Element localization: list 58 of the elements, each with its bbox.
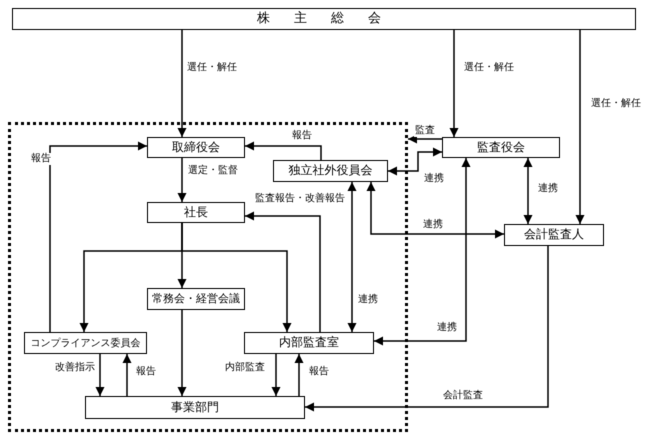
arrow: [178, 30, 186, 137]
edge-label: 連携: [436, 322, 458, 334]
edge-label: 改善指示: [54, 362, 96, 374]
arrow: [181, 223, 292, 332]
edge-label: 監査報告・改善報告: [254, 193, 346, 205]
edge-label: 報告: [291, 130, 313, 142]
process-box: [147, 288, 245, 310]
edge-label: 監査: [414, 125, 436, 137]
arrow: [178, 158, 186, 202]
edge-label: 連携: [357, 294, 379, 306]
process-box: [442, 137, 560, 158]
arrow: [450, 30, 458, 137]
arrow: [272, 354, 280, 396]
double-arrow: [524, 158, 532, 224]
process-box: [147, 137, 245, 158]
arrow: [96, 354, 104, 396]
node-label: 社長: [184, 206, 208, 220]
double-arrow: [374, 158, 470, 346]
process-box: [504, 224, 604, 246]
arrow: [576, 30, 584, 224]
edge-label: 報告: [308, 366, 330, 378]
arrow: [122, 354, 132, 396]
edge-label: 選任・解任: [463, 62, 515, 74]
edge-label: 内部監査: [224, 362, 266, 374]
process-box: [24, 332, 147, 354]
node-label: 事業部門: [171, 400, 219, 414]
node-label: 内部監査室: [279, 336, 339, 350]
edge-label: 連携: [423, 173, 445, 185]
edge-label: 連携: [537, 183, 559, 195]
edge-label: 選定・監督: [187, 165, 239, 177]
process-box: [273, 160, 388, 182]
edge-label: 報告: [135, 366, 157, 378]
process-box: [85, 396, 305, 419]
process-box: [244, 332, 374, 354]
edge-label: 選任・解任: [590, 98, 642, 110]
arrow: [408, 134, 442, 144]
edge-label: 選任・解任: [186, 62, 238, 74]
node-label: 常務会・経営会議: [152, 292, 240, 306]
double-arrow: [348, 182, 356, 332]
process-box: [12, 8, 636, 30]
arrow: [245, 212, 321, 332]
edge-label: 会計監査: [442, 390, 484, 402]
edge-label: 報告: [30, 153, 52, 165]
double-arrow: [366, 182, 504, 238]
process-box: [147, 202, 245, 223]
edge-label: 連携: [422, 219, 444, 231]
double-arrow: [388, 148, 442, 176]
arrow: [305, 246, 549, 412]
arrow: [294, 354, 304, 396]
node-label: 独立社外役員会: [288, 164, 372, 178]
node-label: コンプライアンス委員会: [30, 338, 140, 348]
arrow: [49, 142, 147, 332]
node-label: 取締役会: [172, 140, 220, 154]
node-label: 株 主 総 会: [256, 12, 392, 26]
node-label: 会計監査人: [524, 228, 584, 242]
arrow: [245, 142, 322, 160]
arrow: [178, 310, 186, 396]
node-label: 監査役会: [477, 140, 525, 154]
